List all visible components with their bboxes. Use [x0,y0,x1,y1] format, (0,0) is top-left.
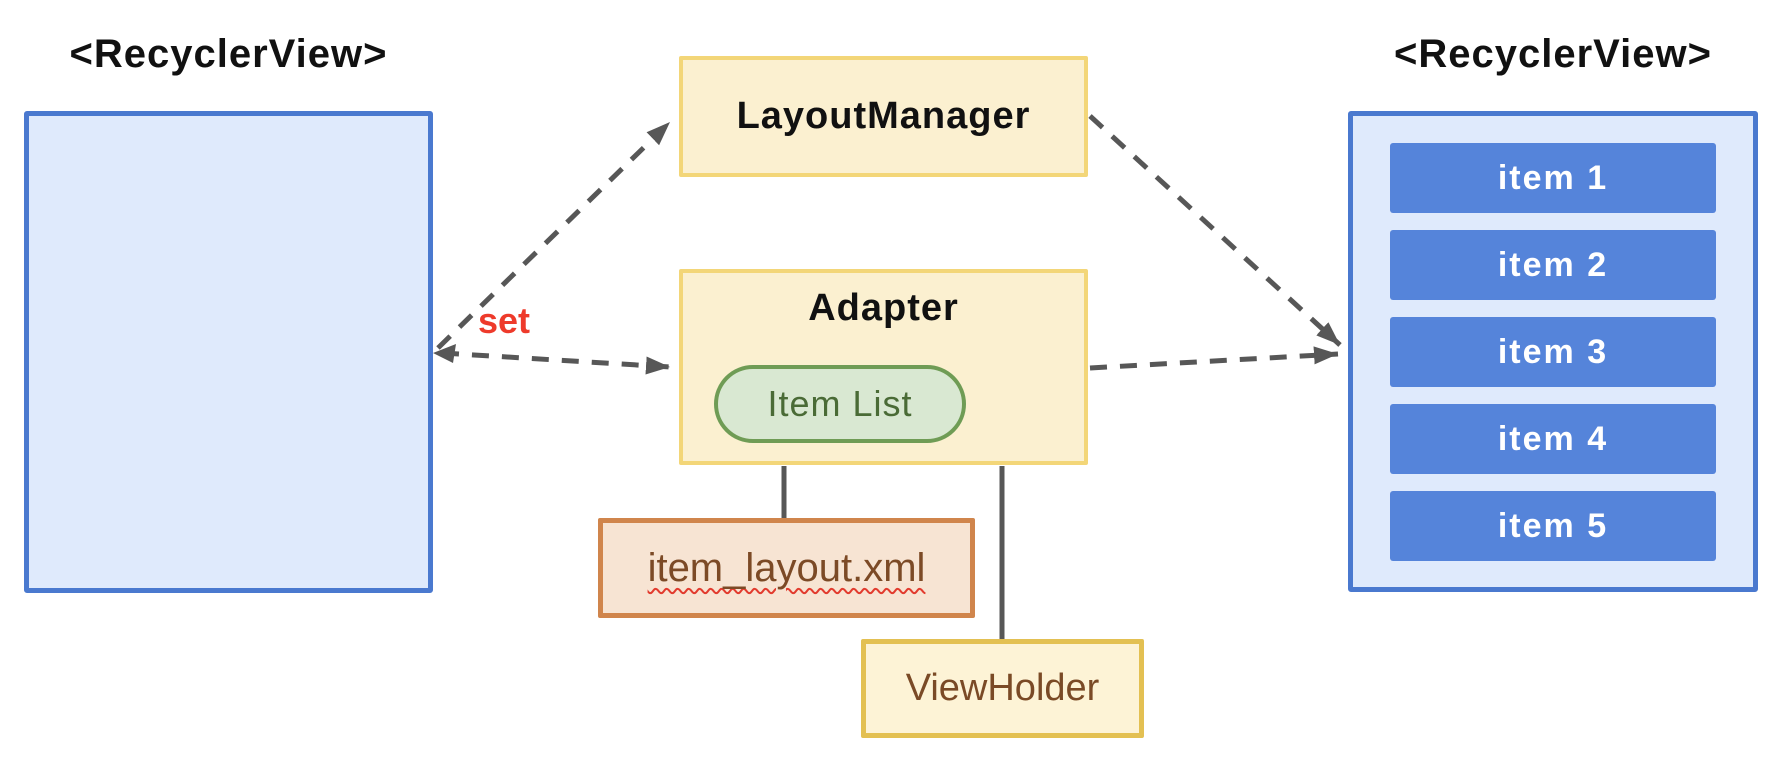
viewholder-label: ViewHolder [905,667,1100,709]
layoutmanager-box: LayoutManager [679,56,1088,177]
adapter-box: Adapter Item List [679,269,1088,465]
item-bar: item 5 [1390,491,1716,561]
item-layout-xml-label: item_layout.xml [647,545,926,590]
layoutmanager-label: LayoutManager [736,95,1031,137]
right-recyclerview-label: <RecyclerView> [1394,32,1712,76]
edge-layoutmanager-to-recyclerview [1088,114,1342,347]
item-list-pill: Item List [714,365,966,443]
set-edge-label: set [478,300,531,341]
left-recyclerview-box [24,111,433,593]
edge-recyclerview-to-layoutmanager [436,120,672,350]
viewholder-box: ViewHolder [861,639,1144,738]
right-recyclerview-box: item 1 item 2 item 3 item 4 item 5 [1348,111,1758,592]
edge-adapter-to-recyclerview [1089,346,1339,371]
adapter-label: Adapter [808,287,959,329]
item-bar: item 2 [1390,230,1716,300]
item-layout-xml-box: item_layout.xml [598,518,975,618]
back-arrowhead-icon [433,344,456,363]
item-bar: item 1 [1390,143,1716,213]
left-recyclerview-label: <RecyclerView> [69,32,388,76]
edge-recyclerview-to-adapter [441,350,671,375]
item-bar: item 3 [1390,317,1716,387]
item-list-label: Item List [767,383,913,424]
item-bar: item 4 [1390,404,1716,474]
